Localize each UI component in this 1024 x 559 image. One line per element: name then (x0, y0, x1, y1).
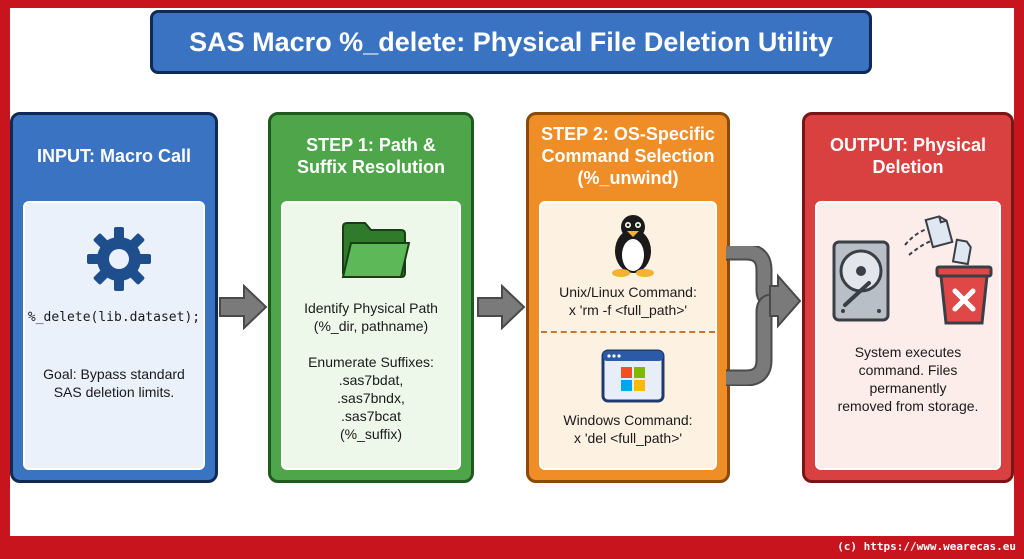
suffix-macro: (%_suffix) (340, 426, 402, 442)
output-panel-header: OUTPUT: Physical Deletion (805, 115, 1011, 197)
folder-icon (341, 222, 411, 278)
suffix-item: .sas7bndx, (337, 390, 405, 406)
arrow-step1-to-step2 (477, 284, 526, 330)
diagram-title: SAS Macro %_delete: Physical File Deleti… (189, 26, 833, 57)
step1-panel-body: Identify Physical Path (%_dir, pathname)… (281, 201, 461, 470)
step2-header-line-3: (%_unwind) (577, 168, 679, 188)
input-panel-header: INPUT: Macro Call (13, 115, 215, 197)
step2-header-line-1: STEP 2: OS-Specific (541, 124, 715, 144)
goal-line-2: SAS deletion limits. (53, 384, 175, 400)
step1-panel: STEP 1: Path & Suffix Resolution Identif… (268, 112, 474, 483)
output-line-2: command. Files (858, 362, 958, 378)
step2-header-line-2: Command Selection (541, 146, 715, 166)
suffix-item: .sas7bdat, (338, 372, 404, 388)
arrow-step2-to-output (726, 246, 802, 386)
suffix-item: .sas7bcat (341, 408, 401, 424)
step2-panel-body: Unix/Linux Command: x 'rm -f <full_path>… (539, 201, 717, 470)
windows-command-label: Windows Command: (563, 412, 693, 428)
step1-header-line-1: STEP 1: Path & (306, 135, 436, 155)
identify-path-line-2: (%_dir, pathname) (313, 318, 429, 334)
windows-command-code: x 'del <full_path>' (573, 430, 683, 446)
input-panel-body: %_delete(lib.dataset); Goal: Bypass stan… (23, 201, 205, 470)
hard-drive-icon (832, 240, 890, 322)
output-line-3: permanently (869, 380, 947, 396)
arrow-input-to-step1 (219, 284, 268, 330)
identify-path-line-1: Identify Physical Path (304, 300, 438, 316)
unix-command-label: Unix/Linux Command: (559, 284, 697, 300)
macro-call-code: %_delete(lib.dataset); (27, 310, 201, 325)
input-header-text: INPUT: Macro Call (36, 146, 192, 166)
title-banner: SAS Macro %_delete: Physical File Deleti… (150, 10, 872, 74)
gear-icon (87, 227, 151, 291)
os-divider (541, 331, 715, 333)
output-line-4: removed from storage. (837, 398, 979, 414)
trash-bin-icon (935, 265, 993, 325)
goal-line-1: Goal: Bypass standard (43, 366, 185, 382)
output-header-line-1: OUTPUT: Physical (829, 135, 987, 155)
flying-files-icon (904, 215, 972, 266)
copyright-footer: (c) https://www.wearecas.eu (837, 540, 1016, 553)
step1-panel-header: STEP 1: Path & Suffix Resolution (271, 115, 471, 197)
input-panel: INPUT: Macro Call %_delete(lib.dataset);… (10, 112, 218, 483)
output-panel-body: System executes command. Files permanent… (815, 201, 1001, 470)
step1-header-line-2: Suffix Resolution (297, 157, 445, 177)
enumerate-suffixes-label: Enumerate Suffixes: (308, 354, 434, 370)
linux-penguin-icon (612, 215, 654, 277)
output-panel: OUTPUT: Physical Deletion (802, 112, 1014, 483)
unix-command-code: x 'rm -f <full_path>' (568, 302, 688, 318)
output-line-1: System executes (854, 344, 962, 360)
footer-bar: (c) https://www.wearecas.eu (0, 537, 1024, 559)
windows-icon (601, 349, 665, 403)
step2-panel: STEP 2: OS-Specific Command Selection (%… (526, 112, 730, 483)
output-header-line-2: Deletion (872, 157, 944, 177)
step2-panel-header: STEP 2: OS-Specific Command Selection (%… (529, 115, 727, 197)
